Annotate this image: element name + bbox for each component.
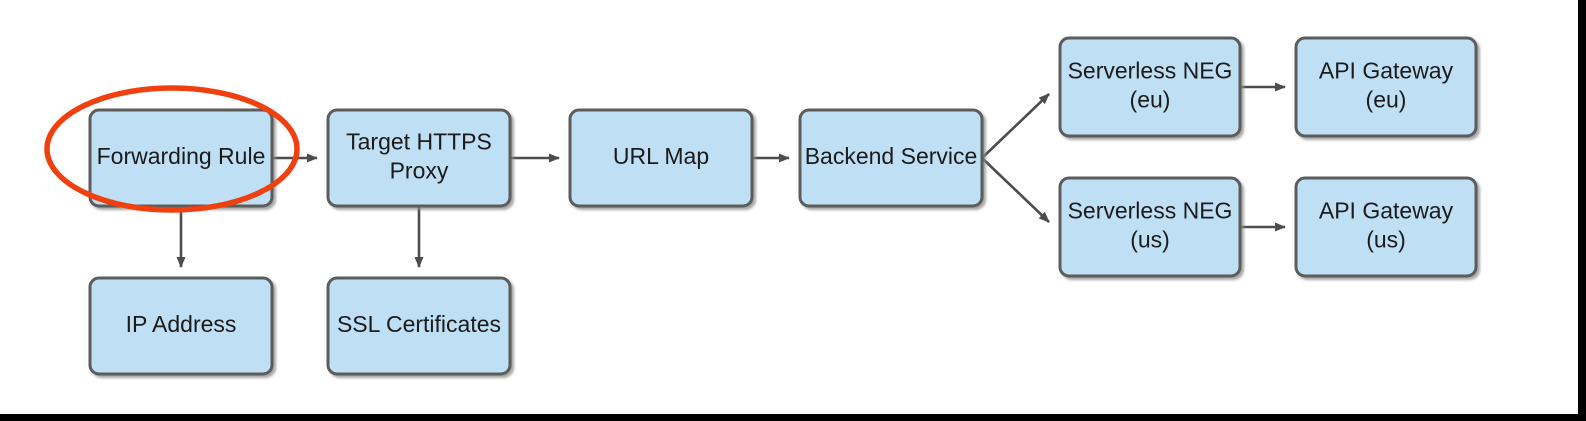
highlight-forwarding-rule (44, 85, 300, 213)
node-target-https-proxy[interactable]: Target HTTPS Proxy (326, 108, 512, 208)
node-box-url-map[interactable] (568, 108, 754, 208)
node-api-gateway-eu[interactable]: API Gateway (eu) (1294, 36, 1478, 138)
node-label-url-map: URL Map (613, 143, 709, 169)
node-label-backend-service: Backend Service (805, 143, 978, 169)
node-box-api-gateway-eu[interactable] (1294, 36, 1478, 138)
node-label-api-gateway-us: API Gateway (1319, 198, 1454, 224)
node-box-ip-address[interactable] (88, 276, 274, 376)
node-box-api-gateway-us[interactable] (1294, 176, 1478, 278)
node-api-gateway-us[interactable]: API Gateway (us) (1294, 176, 1478, 278)
node-box-serverless-neg-eu[interactable] (1058, 36, 1242, 138)
annotation-layer (44, 85, 300, 213)
node-label-serverless-neg-us: (us) (1130, 227, 1170, 253)
node-label-ssl-certificates: SSL Certificates (337, 311, 501, 337)
node-label-serverless-neg-us: Serverless NEG (1068, 198, 1233, 224)
node-label-api-gateway-eu: API Gateway (1319, 58, 1454, 84)
edges-layer (176, 82, 1286, 268)
frame-right-bar (1578, 0, 1586, 421)
node-label-api-gateway-us: (us) (1366, 227, 1406, 253)
nodes-layer: Forwarding Rule Target HTTPS Proxy URL Map B… (88, 36, 1478, 376)
node-serverless-neg-us[interactable]: Serverless NEG (us) (1058, 176, 1242, 278)
edge-bs-negeu (981, 93, 1050, 159)
node-serverless-neg-eu[interactable]: Serverless NEG (eu) (1058, 36, 1242, 138)
node-url-map[interactable]: URL Map (568, 108, 754, 208)
edge-bs-negus (981, 157, 1050, 223)
node-box-serverless-neg-us[interactable] (1058, 176, 1242, 278)
node-label-target-https-proxy: Target HTTPS (346, 129, 492, 155)
node-forwarding-rule[interactable]: Forwarding Rule (88, 108, 274, 208)
node-ip-address[interactable]: IP Address (88, 276, 274, 376)
node-label-serverless-neg-eu: (eu) (1130, 87, 1171, 113)
node-box-forwarding-rule[interactable] (88, 108, 274, 208)
node-box-target-https-proxy[interactable] (326, 108, 512, 208)
node-box-ssl-certificates[interactable] (326, 276, 512, 376)
node-box-backend-service[interactable] (798, 108, 984, 208)
node-backend-service[interactable]: Backend Service (798, 108, 984, 208)
node-label-ip-address: IP Address (126, 311, 237, 337)
node-ssl-certificates[interactable]: SSL Certificates (326, 276, 512, 376)
node-label-forwarding-rule: Forwarding Rule (97, 143, 266, 169)
node-label-serverless-neg-eu: Serverless NEG (1068, 58, 1233, 84)
node-label-target-https-proxy: Proxy (390, 158, 449, 184)
frame-bottom-bar (0, 414, 1586, 421)
node-label-api-gateway-eu: (eu) (1366, 87, 1407, 113)
